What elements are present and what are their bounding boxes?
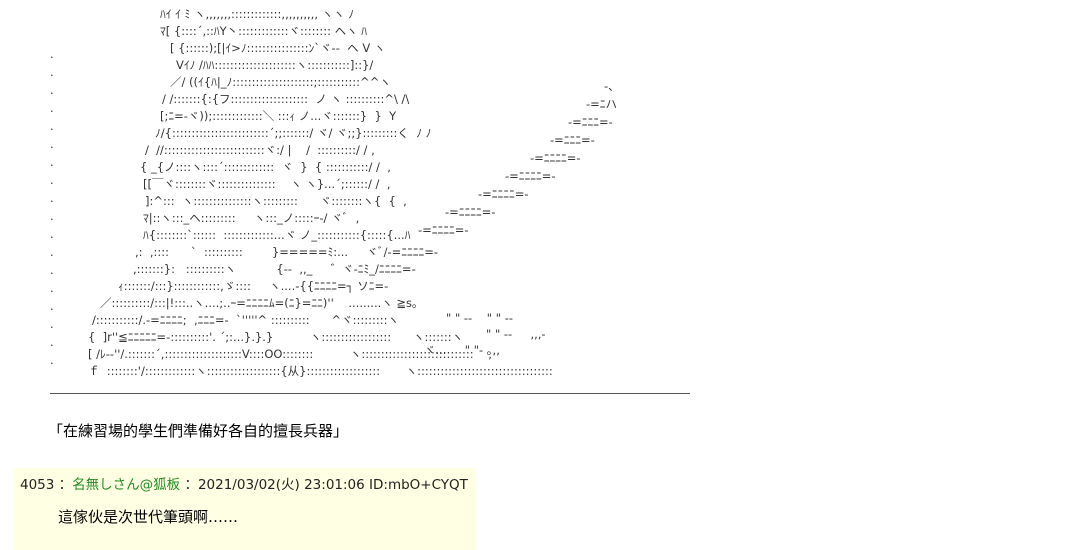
ascii-art-speed-line: ヾ... " "- ｡,,: [424, 343, 500, 357]
ascii-art-margin-dot: .: [50, 281, 54, 295]
ascii-art-line: ]:^::: ヽ:::::::::::::::ヽ::::::::: ヾ:::::…: [145, 194, 407, 208]
ascii-art-line: ﾊｲ ｲ ﾐ ヽ,,,,,,,:::::::::::::,,,,,,,,,, ヽ…: [160, 7, 354, 21]
ascii-art-margin-dot: .: [50, 209, 54, 223]
ascii-art-margin-dot: .: [50, 335, 54, 349]
ascii-art-margin-dot: .: [50, 137, 54, 151]
ascii-art-line: { _{ノ::::ヽ::::´::::::::::::: ヾ } { :::::…: [140, 160, 391, 174]
ascii-art-line: ｆ ::::::::'/:::::::::::::ヽ::::::::::::::…: [88, 364, 553, 378]
ascii-art-line: { ]r''≦ﾆﾆﾆﾆﾆ=-::::::::::'. ´;:...}.}.} ヽ…: [88, 330, 463, 344]
ascii-art-blade-line: -=ﾆﾆﾆﾆ=-: [418, 223, 469, 237]
ascii-art-line: ｨ:::::::/:::}::::::::::::,ゞ:::: ヽ....-{{…: [118, 279, 388, 294]
ascii-art-line: ﾏ|::ヽ:::_ヘ::::::::: ヽ:::_ノ:::::ｰ-/ ヾﾞ ,: [143, 211, 359, 225]
ascii-art-line: ,: ,:::: ` :::::::::: }=====ﾐ:... ヾﾞ/-=ﾆ…: [135, 245, 438, 259]
ascii-art-margin-dot: .: [50, 119, 54, 133]
ascii-art: ﾊｲ ｲ ﾐ ヽ,,,,,,,:::::::::::::,,,,,,,,,, ヽ…: [0, 0, 700, 392]
ascii-art-margin-dot: .: [50, 353, 54, 367]
ascii-art-line: ﾉ/{:::::::::::::::::::::::::´;;:::::::/ …: [155, 126, 431, 140]
ascii-art-blade-line: -=ﾆﾆﾆﾆ=-: [445, 205, 496, 219]
ascii-art-margin-dot: .: [50, 245, 54, 259]
post-header: 4053 ：名無しさん@狐板 ：2021/03/02(火) 23:01:06 I…: [20, 473, 468, 493]
ascii-art-margin-dot: .: [50, 317, 54, 331]
ascii-art-margin-dot: .: [50, 191, 54, 205]
poster-name: 名無しさん@狐板: [72, 477, 181, 493]
ascii-art-line: ﾏ[ {::::´,::ﾊY丶:::::::::::::ヾ:::::::: ヘヽ…: [160, 24, 367, 38]
divider: [50, 393, 690, 394]
ascii-art-line: [;ﾆ=-ヾ));:::::::::::::＼ :::ｨ ノ...ヾ::::::…: [160, 109, 397, 123]
ascii-art-margin-dot: .: [50, 155, 54, 169]
ascii-art-speed-line: " " -- ,,,-: [486, 327, 546, 341]
ascii-art-margin-dot: .: [50, 299, 54, 313]
ascii-art-line: /:::::::::::/.-=ﾆﾆﾆﾆ; ,ﾆﾆﾆ=- `'''''^ :::…: [92, 313, 399, 327]
post-body: 這傢伙是次世代筆頭啊……: [58, 508, 239, 526]
ascii-art-blade-line: -=ﾆﾆﾆ=-: [550, 133, 595, 147]
post: 4053 ：名無しさん@狐板 ：2021/03/02(火) 23:01:06 I…: [14, 468, 476, 550]
ascii-art-blade-line: -=ﾆﾆﾆﾆ=-: [530, 151, 581, 165]
post-date: 2021/03/02(火) 23:01:06: [197, 477, 365, 493]
ascii-art-line: / //::::::::::::::::::::::::::ヾ:/ | / ::…: [145, 143, 375, 157]
ascii-art-blade-line: -=ﾆハ: [586, 97, 617, 111]
ascii-art-margin-dot: .: [50, 263, 54, 277]
post-separator: ：: [58, 477, 73, 493]
post-id: ID:mbO+CYQT: [369, 477, 468, 493]
caption-text: 「在練習場的學生們準備好各自的擅長兵器」: [48, 422, 349, 440]
ascii-art-line: [ /ﾚ--''/.:::::::´,::::::::::::::::::::V…: [88, 347, 492, 361]
ascii-art-line: ﾊ{::::::::`:::::: :::::::::::::...ヾ ノ_::…: [143, 228, 411, 242]
ascii-art-line: Vｲﾉ /ﾊﾊ:::::::::::::::::::::ヽ:::::::::::…: [176, 58, 373, 72]
post-number[interactable]: 4053: [20, 477, 55, 493]
post-separator-2: ：: [184, 477, 198, 493]
ascii-art-blade-line: -=ﾆﾆﾆﾆ=-: [505, 169, 556, 183]
ascii-art-canvas: ﾊｲ ｲ ﾐ ヽ,,,,,,,:::::::::::::,,,,,,,,,, ヽ…: [50, 7, 620, 378]
ascii-art-margin-dot: .: [50, 227, 54, 241]
ascii-art-margin-dot: .: [50, 173, 54, 187]
ascii-art-blade-line: -、: [604, 79, 620, 93]
ascii-art-line: ／::::::::::/:::|!:::..ヽ....;..ｰ=ﾆﾆﾆﾆﾑ=(ﾆ…: [100, 296, 418, 310]
ascii-art-line: ／/ ((ｲ{ﾊ|_ﾉ:::::::::::::::::::::;:::::::…: [170, 75, 391, 89]
ascii-art-line: ,:::::::}: ::::::::::ヽ {-- ,,_ ゛ヾ-ﾆﾐ_/ﾆﾆ…: [133, 262, 416, 276]
ascii-art-blade-line: -=ﾆﾆﾆﾆ=-: [478, 187, 529, 201]
ascii-art-margin-dot: .: [50, 83, 54, 97]
ascii-art-line: / /:::::::{:{フ:::::::::::::::::::: ノ ヽ :…: [162, 92, 409, 106]
ascii-art-line: [[￣ヾ::::::::ヾ::::::::::::::: ヽ ヽ}...´;::…: [143, 177, 390, 191]
ascii-art-line: [ {::::::);[|ｲ>ﾉ::::::::::::::::ﾝ`ヾ-- ヘ …: [170, 41, 385, 55]
ascii-art-speed-line: " " -- " " --: [446, 311, 513, 325]
ascii-art-margin-dot: .: [50, 101, 54, 115]
ascii-art-margin-dot: .: [50, 47, 54, 61]
ascii-art-blade-line: -=ﾆﾆﾆ=-: [568, 115, 613, 129]
ascii-art-margin-dot: .: [50, 65, 54, 79]
